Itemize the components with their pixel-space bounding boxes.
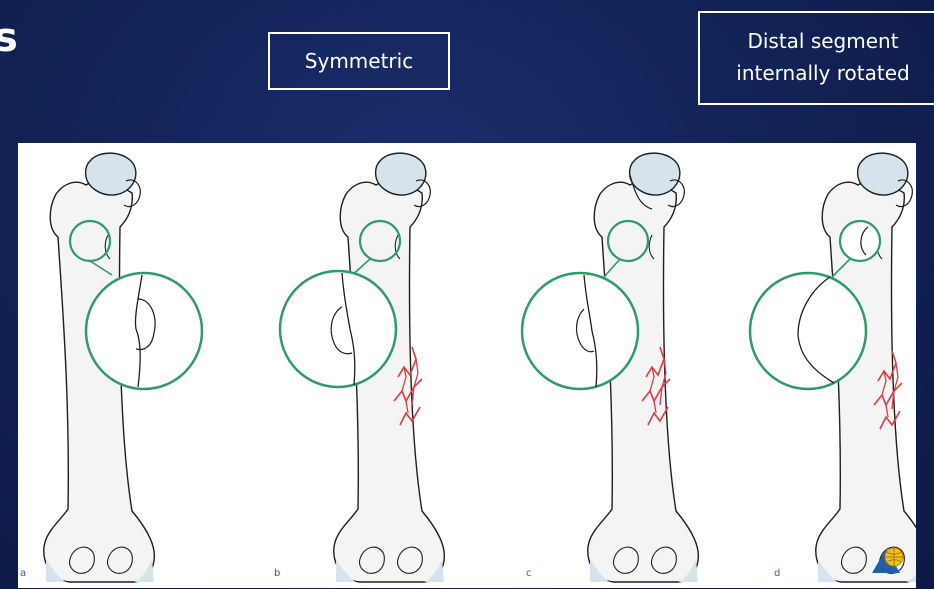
panel-letter-d: d xyxy=(774,568,780,579)
femur-illustration xyxy=(18,143,916,588)
panel-letter-b: b xyxy=(274,568,280,579)
magnifier-large-a xyxy=(86,273,202,389)
label-distal-line2: internally rotated xyxy=(700,57,934,89)
label-distal-line1: Distal segment xyxy=(700,25,934,57)
slide-title-fragment: s xyxy=(0,18,18,58)
magnifier-large-b xyxy=(280,271,396,387)
magnifier-large-d xyxy=(750,273,866,389)
panel-letter-a: a xyxy=(20,568,26,579)
label-distal-rotated: Distal segment internally rotated xyxy=(698,11,934,105)
femur-panel-c xyxy=(522,153,698,582)
magnifier-large-c xyxy=(522,273,638,389)
magnifier-small-d xyxy=(840,221,880,261)
femur-panel-d xyxy=(750,153,916,582)
panel-letter-c: c xyxy=(526,568,532,579)
label-symmetric: Symmetric xyxy=(268,32,450,90)
femur-figure: a b c d xyxy=(18,143,916,588)
label-symmetric-text: Symmetric xyxy=(305,49,413,73)
femur-panel-a xyxy=(44,153,202,582)
femur-panel-b xyxy=(280,153,444,582)
